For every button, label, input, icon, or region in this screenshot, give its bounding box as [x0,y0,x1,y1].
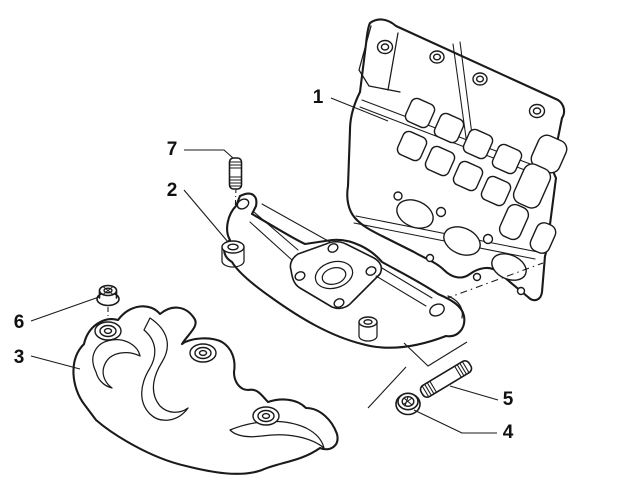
heat-shield-bosses [94,321,280,426]
exhaust-manifold [221,192,466,349]
gasket-square-ports [396,97,568,254]
position-bracket [367,341,468,409]
leader-lines [30,97,499,434]
nut-6 [96,284,120,307]
callout-4: 4 [503,422,514,443]
callout-2: 2 [167,180,178,201]
callout-5: 5 [503,389,514,410]
callout-7: 7 [167,139,178,160]
stud-5 [419,360,473,398]
stud-7 [228,157,243,190]
callout-3: 3 [14,347,25,368]
gasket-oval-ports [393,191,527,296]
nut-4 [395,392,421,416]
heat-shield [72,305,339,475]
gasket-plate [346,18,568,302]
callout-1: 1 [313,87,324,108]
gasket-grommets [429,50,546,119]
callouts: 1 7 2 6 3 5 4 [14,87,514,443]
callout-6: 6 [14,312,25,333]
